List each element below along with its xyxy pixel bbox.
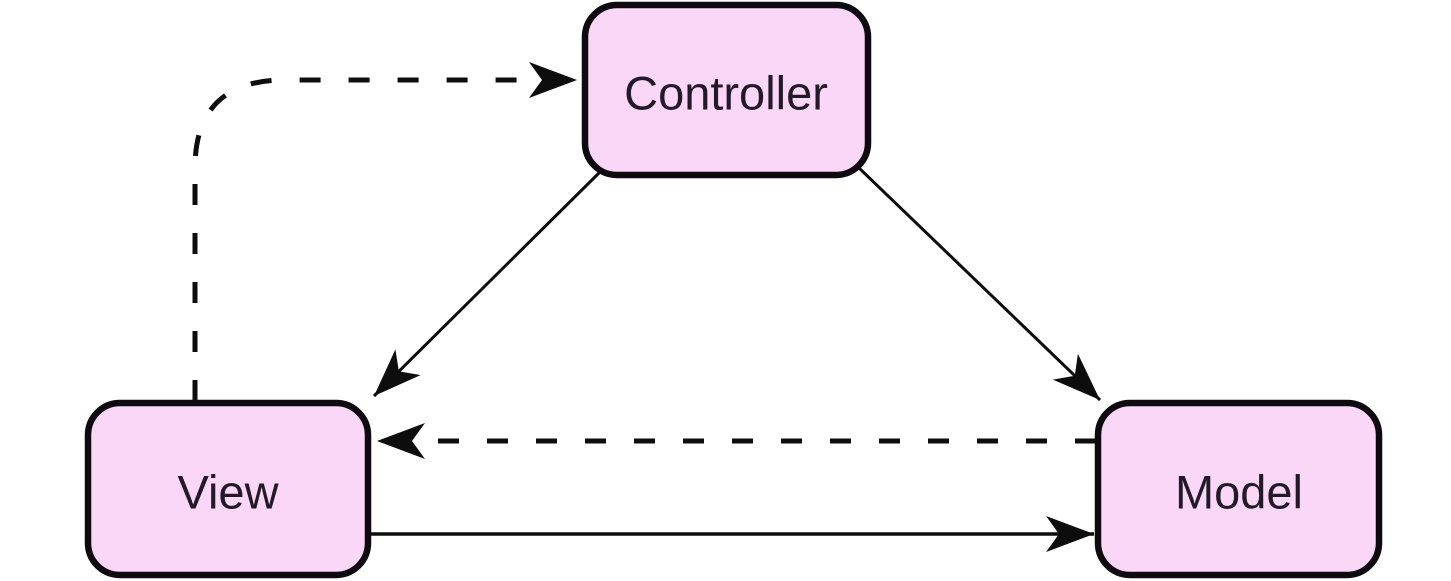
controller-label: Controller bbox=[624, 67, 828, 120]
controller-node: Controller bbox=[581, 1, 872, 179]
edge-controller-to-model bbox=[855, 164, 1102, 402]
view-label: View bbox=[177, 466, 279, 519]
edge-view-to-controller bbox=[192, 62, 577, 401]
edge-controller-to-view bbox=[372, 168, 604, 398]
model-node: Model bbox=[1094, 399, 1383, 579]
view-node: View bbox=[84, 399, 372, 579]
model-label: Model bbox=[1175, 466, 1303, 519]
model-box bbox=[1094, 399, 1383, 579]
view-box bbox=[84, 399, 372, 579]
controller-box bbox=[581, 1, 872, 179]
